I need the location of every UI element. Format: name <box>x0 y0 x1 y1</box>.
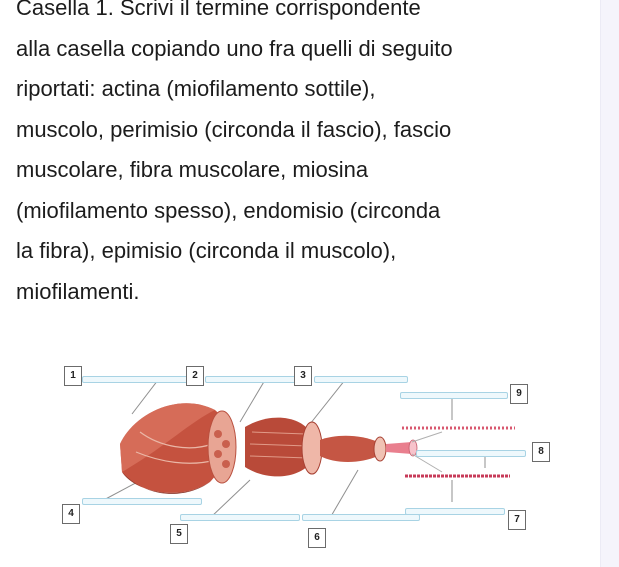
label-box-4: 4 <box>62 504 80 524</box>
answer-field-2[interactable] <box>205 376 305 383</box>
question-text: Casella 1. Scrivi il termine corrisponde… <box>16 0 586 312</box>
muscle-fiber <box>320 435 387 462</box>
label-box-7: 7 <box>508 510 526 530</box>
label-box-5: 5 <box>170 524 188 544</box>
label-box-3: 3 <box>294 366 312 386</box>
answer-field-8[interactable] <box>416 450 526 457</box>
scrollbar[interactable] <box>600 0 619 567</box>
answer-field-6[interactable] <box>302 514 420 521</box>
question-line: riportati: actina (miofilamento sottile)… <box>16 76 376 101</box>
answer-field-4[interactable] <box>82 498 202 505</box>
question-line: alla casella copiando uno fra quelli di … <box>16 35 453 61</box>
answer-field-5[interactable] <box>180 514 300 521</box>
question-line: muscolo, perimisio (circonda il fascio),… <box>16 116 452 142</box>
question-line: muscolare, fibra muscolare, miosina <box>16 157 369 182</box>
label-box-1: 1 <box>64 366 82 386</box>
myofilaments <box>402 426 515 478</box>
answer-field-7[interactable] <box>405 508 505 515</box>
answer-field-9[interactable] <box>400 392 508 399</box>
fascicle <box>245 417 323 477</box>
muscle-illustration <box>99 379 515 519</box>
label-box-9: 9 <box>510 384 528 404</box>
answer-field-3[interactable] <box>314 376 408 383</box>
muscle-structure-figure: 1 2 3 4 5 6 7 8 9 <box>40 352 580 562</box>
question-line: la fibra), epimisio (circonda il muscolo… <box>16 238 397 263</box>
answer-field-1[interactable] <box>82 376 188 383</box>
label-box-8: 8 <box>532 442 550 462</box>
question-line: Casella 1. Scrivi il termine corrisponde… <box>16 0 421 20</box>
label-box-6: 6 <box>308 528 326 548</box>
question-line: (miofilamento spesso), endomisio (circon… <box>16 197 441 223</box>
myofibril <box>386 439 418 457</box>
label-box-2: 2 <box>186 366 204 386</box>
muscle-bundle <box>120 403 237 494</box>
question-line: miofilamenti. <box>16 278 140 304</box>
